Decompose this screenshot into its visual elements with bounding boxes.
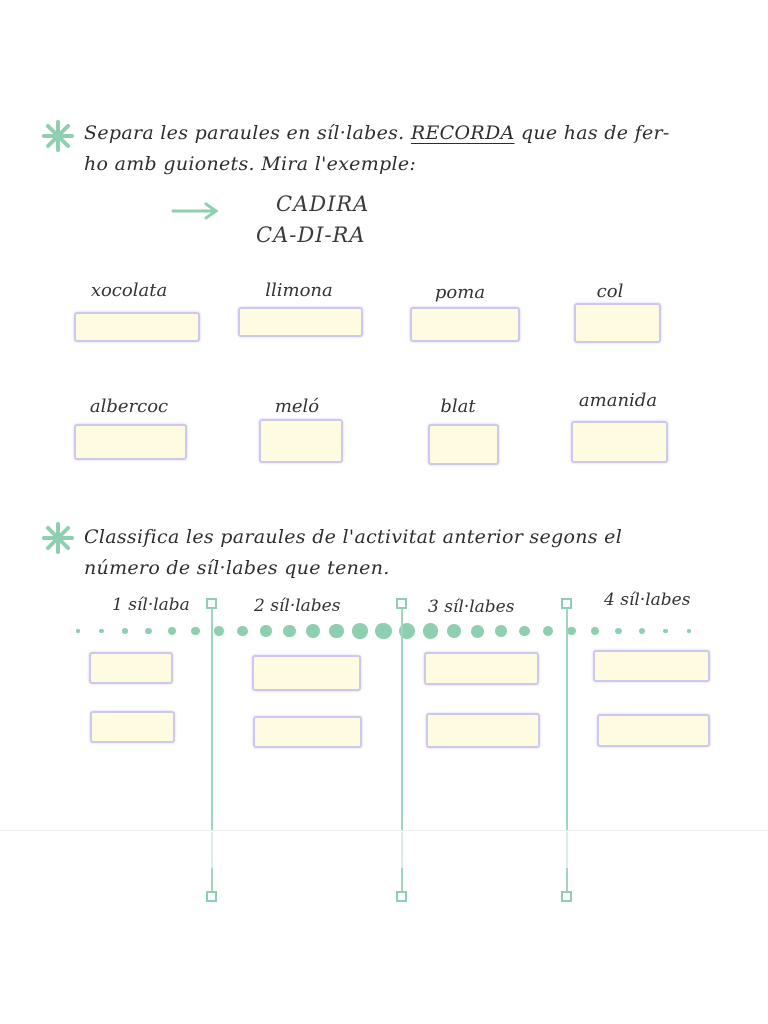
timeline-dot xyxy=(687,629,691,633)
instruction-line2: número de síl·labes que tenen. xyxy=(84,557,390,579)
recorda-emphasis: RECORDA xyxy=(410,122,515,144)
instruction-line2: ho amb guionets. Mira l'exemple: xyxy=(84,153,417,175)
activity1-instruction: Separa les paraules en síl·labes. RECORD… xyxy=(84,118,724,180)
word-label: amanida xyxy=(578,390,658,411)
timeline-dot xyxy=(615,627,622,635)
answer-box[interactable] xyxy=(426,713,540,748)
divider-square-top xyxy=(206,598,217,609)
timeline-dot xyxy=(663,628,668,634)
answer-box[interactable] xyxy=(428,424,499,465)
timeline-dot xyxy=(191,626,200,636)
divider-square-bottom xyxy=(396,891,407,902)
answer-box[interactable] xyxy=(597,714,710,747)
timeline-dot xyxy=(283,624,296,638)
answer-box[interactable] xyxy=(74,312,200,342)
column-label: 3 síl·labes xyxy=(428,597,515,617)
column-label: 1 síl·laba xyxy=(112,595,190,615)
divider-stub xyxy=(566,868,568,892)
column-divider xyxy=(401,604,403,830)
answer-box[interactable] xyxy=(238,307,363,337)
answer-box[interactable] xyxy=(424,652,539,685)
asterisk-icon xyxy=(42,522,74,554)
timeline-dot xyxy=(422,623,439,639)
timeline-dot xyxy=(352,623,368,639)
timeline-dot xyxy=(306,624,320,638)
timeline-dot xyxy=(260,625,272,637)
timeline-dot xyxy=(76,629,80,633)
timeline-dot xyxy=(237,625,248,637)
instruction-text: Separa les paraules en síl·labes. xyxy=(84,122,411,144)
column-divider xyxy=(211,604,213,830)
timeline-dot xyxy=(495,625,507,637)
word-label: col xyxy=(596,281,624,302)
timeline-dot xyxy=(168,627,176,635)
example-split: CA-DI-RA xyxy=(256,223,366,247)
timeline-dot xyxy=(329,623,344,639)
divider-square-bottom xyxy=(561,891,572,902)
answer-box[interactable] xyxy=(252,655,361,691)
timeline-dot xyxy=(145,627,152,635)
timeline-dot xyxy=(639,628,645,634)
column-divider-faint xyxy=(401,832,403,892)
word-label: xocolata xyxy=(90,280,168,301)
column-label: 4 síl·labes xyxy=(604,590,691,610)
word-label: poma xyxy=(434,282,486,303)
asterisk-icon xyxy=(42,120,74,152)
column-divider-faint xyxy=(211,832,213,892)
answer-box[interactable] xyxy=(90,711,175,743)
timeline-dot xyxy=(375,622,392,640)
word-label: llimona xyxy=(265,280,333,301)
timeline-dot xyxy=(99,628,104,634)
column-divider-faint xyxy=(566,832,568,892)
word-label: blat xyxy=(440,396,476,417)
page-divider xyxy=(0,830,768,831)
timeline-dot xyxy=(567,626,576,636)
instruction-text-cont: que has de fer- xyxy=(514,122,670,144)
timeline-dot xyxy=(446,623,462,639)
word-label: meló xyxy=(274,396,320,417)
activity2-instruction: Classifica les paraules de l'activitat a… xyxy=(84,522,724,584)
divider-stub xyxy=(211,868,213,892)
answer-box[interactable] xyxy=(571,421,668,463)
divider-square-bottom xyxy=(206,891,217,902)
answer-box[interactable] xyxy=(253,716,362,748)
divider-square-top xyxy=(561,598,572,609)
timeline-dot xyxy=(470,624,484,638)
timeline-dot xyxy=(519,625,530,637)
answer-box[interactable] xyxy=(89,652,173,684)
answer-box[interactable] xyxy=(410,307,520,342)
example-word: CADIRA xyxy=(276,192,370,216)
timeline-dot xyxy=(543,626,553,636)
arrow-right-icon xyxy=(171,202,219,220)
dotted-divider xyxy=(0,622,768,640)
answer-box[interactable] xyxy=(574,303,661,343)
timeline-dot xyxy=(214,626,224,636)
timeline-dot xyxy=(122,628,128,634)
answer-box[interactable] xyxy=(593,650,710,682)
answer-box[interactable] xyxy=(259,419,343,463)
word-label: albercoc xyxy=(89,396,169,417)
divider-square-top xyxy=(396,598,407,609)
timeline-dot xyxy=(591,627,599,635)
answer-box[interactable] xyxy=(74,424,187,460)
column-label: 2 síl·labes xyxy=(254,596,341,616)
divider-stub xyxy=(401,868,403,892)
instruction-line1: Classifica les paraules de l'activitat a… xyxy=(84,526,623,548)
column-divider xyxy=(566,604,568,830)
